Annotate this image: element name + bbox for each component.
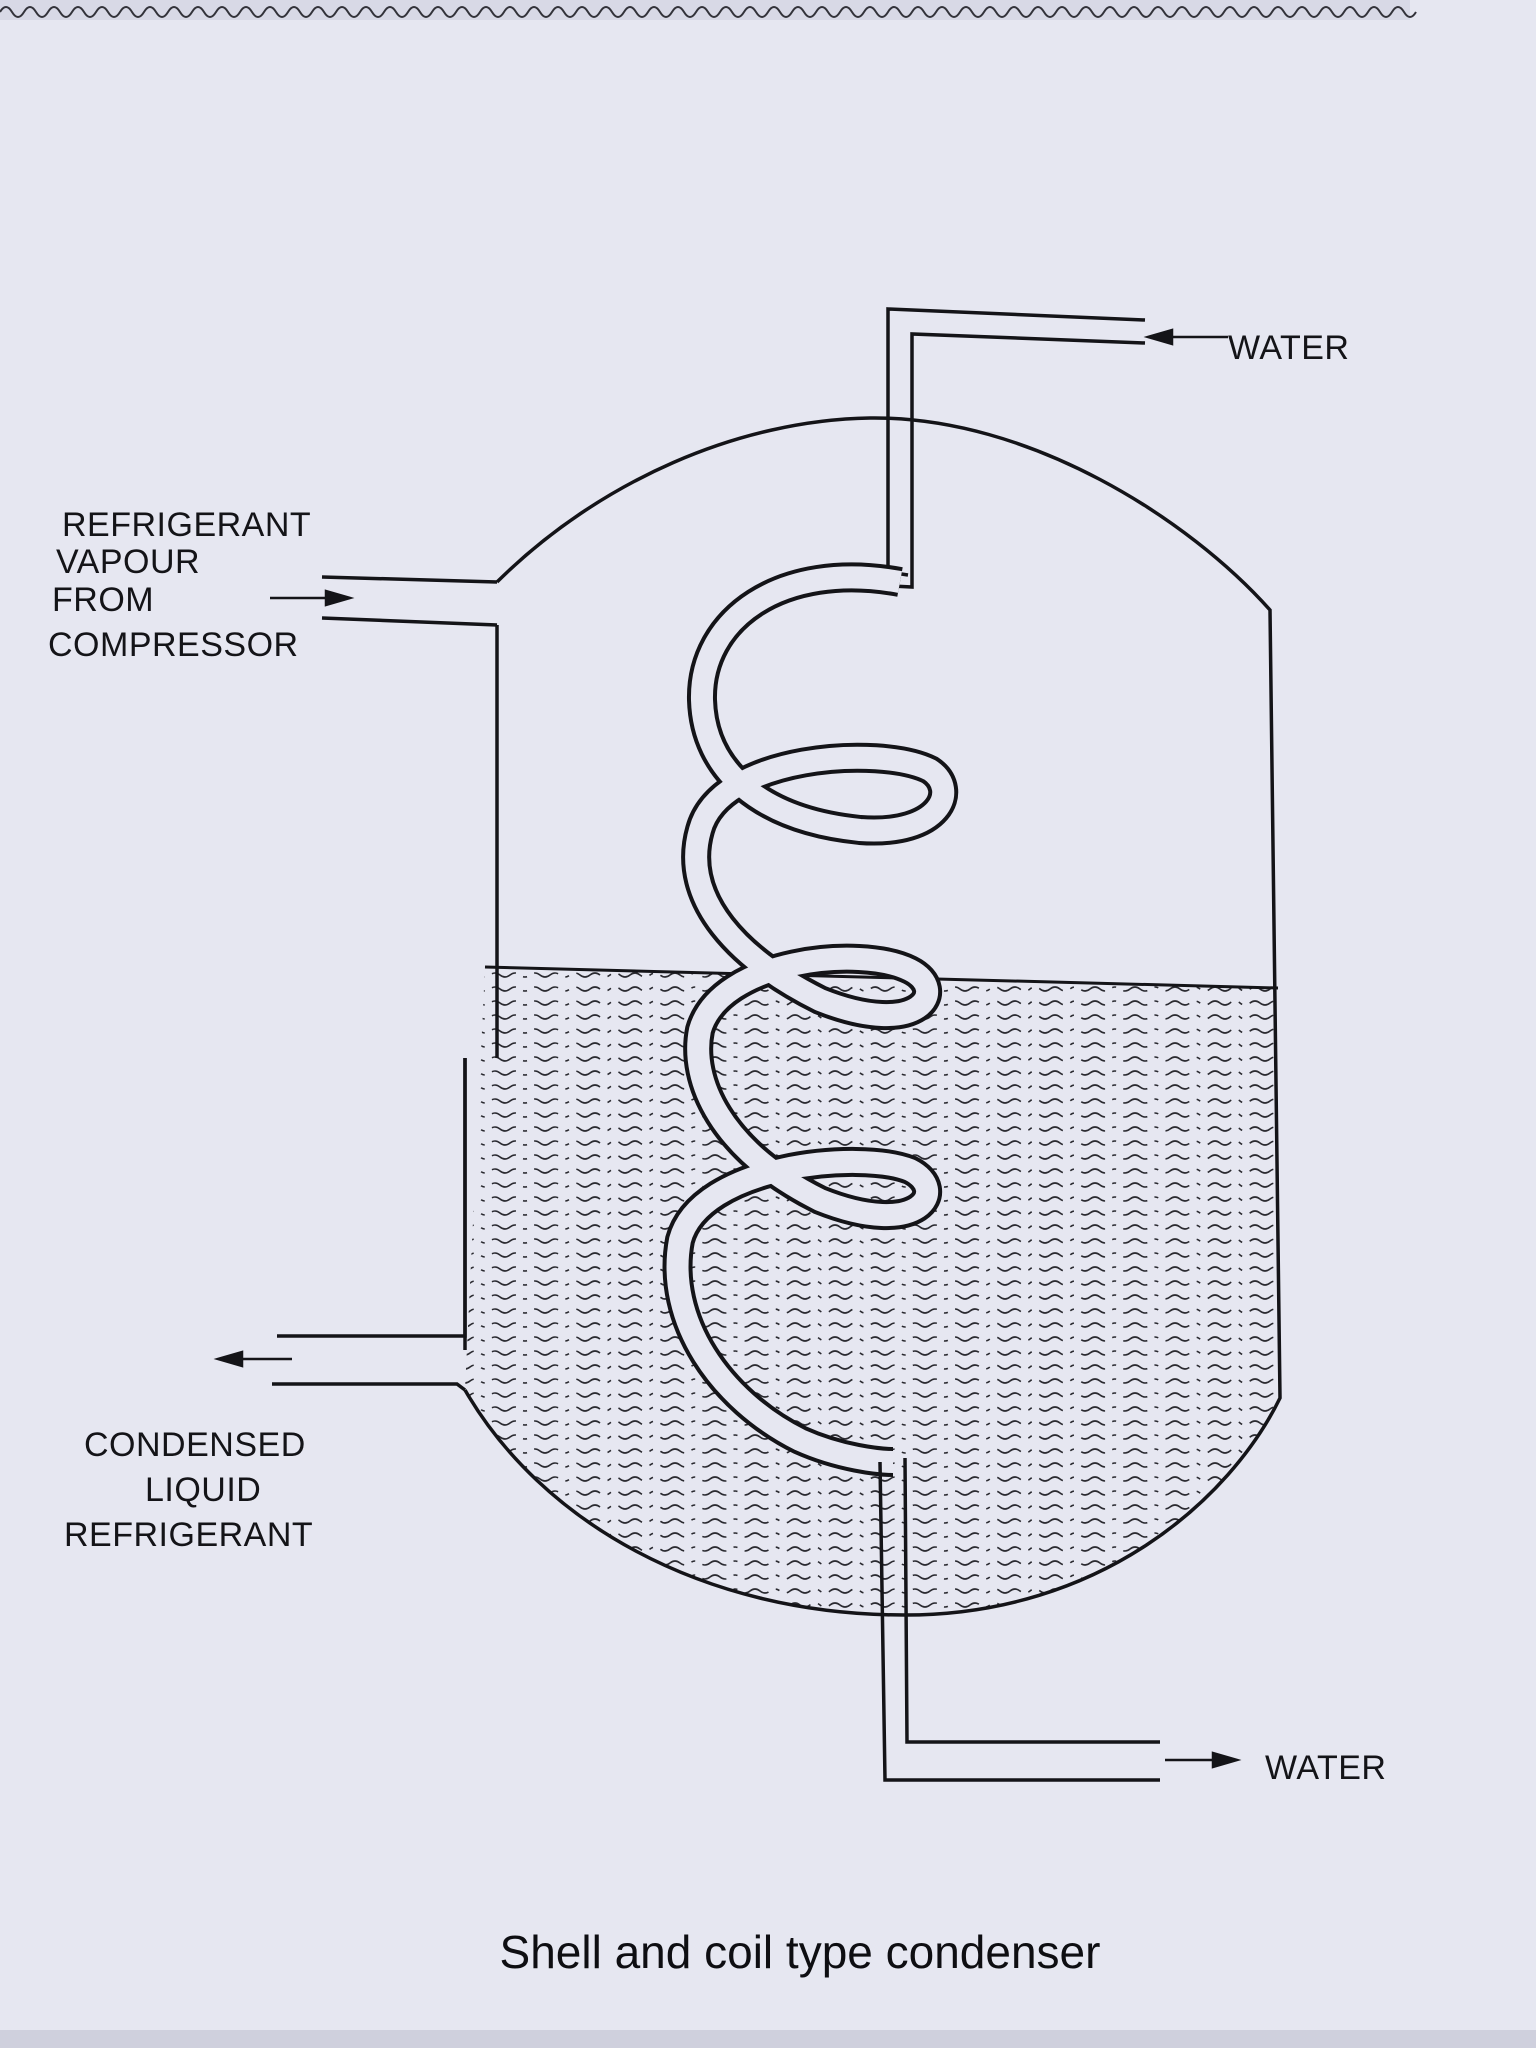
- vapour-inlet-label-1: REFRIGERANT: [62, 506, 312, 544]
- liquid-outlet-label-1: CONDENSED: [84, 1426, 306, 1464]
- vapour-inlet-label-4: COMPRESSOR: [48, 626, 299, 664]
- liquid-outlet-pipe: [272, 1058, 467, 1392]
- arrow-liquid-out-icon: [213, 1350, 292, 1368]
- vapour-inlet-label-3: FROM: [52, 581, 155, 619]
- water-inlet-label: WATER: [1228, 329, 1350, 367]
- shell-left-wall: [463, 625, 499, 1350]
- liquid-outlet-label-3: REFRIGERANT: [64, 1516, 314, 1554]
- water-inlet-pipe: [886, 307, 1146, 589]
- arrow-vapour-in-icon: [270, 589, 355, 607]
- flow-arrows: [213, 328, 1242, 1769]
- vapour-inlet-pipe: [321, 575, 498, 627]
- arrow-water-out-icon: [1165, 1751, 1242, 1769]
- liquid-outlet-label-2: LIQUID: [145, 1471, 262, 1509]
- bottom-edge: [0, 2030, 1536, 2048]
- top-border-decoration: [0, 0, 1417, 20]
- figure-caption: Shell and coil type condenser: [499, 1926, 1101, 1978]
- vapour-inlet-label-2: VAPOUR: [56, 543, 201, 581]
- arrow-water-in-icon: [1143, 328, 1228, 346]
- liquid-level-line: [484, 965, 1279, 990]
- shell-outline: [463, 416, 1282, 1617]
- water-outlet-label: WATER: [1265, 1749, 1387, 1787]
- water-outlet-pipe: [878, 1457, 1160, 1782]
- helical-coil: [662, 562, 959, 1477]
